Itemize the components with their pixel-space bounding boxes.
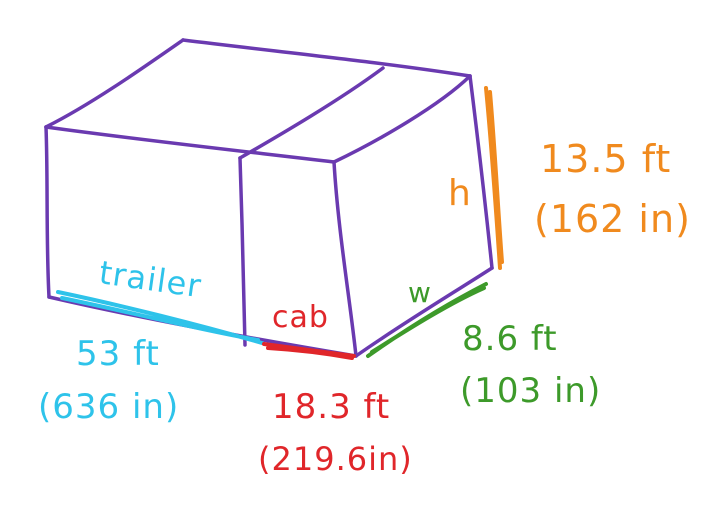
trailer-length-in: (636 in) xyxy=(38,387,179,427)
trailer-label: trailer xyxy=(97,253,204,305)
width-in: (103 in) xyxy=(460,371,601,411)
box-front-right-edge xyxy=(332,160,358,358)
box-bottom-right-edge xyxy=(354,266,494,358)
cab-length-in: (219.6in) xyxy=(258,440,413,478)
cab-length-line xyxy=(262,342,356,360)
height-line xyxy=(484,86,504,270)
width-label: w xyxy=(408,276,432,309)
cab-length-ft: 18.3 ft xyxy=(272,387,390,427)
width-line xyxy=(366,282,488,358)
box-top-left-edge xyxy=(44,38,185,129)
cab-group: cab 18.3 ft (219.6in) xyxy=(258,300,413,478)
width-group: w 8.6 ft (103 in) xyxy=(366,276,601,411)
box-left-edge xyxy=(44,125,51,299)
cab-label: cab xyxy=(272,300,329,335)
box-front-top-edge xyxy=(44,125,336,164)
width-ft: 8.6 ft xyxy=(462,319,558,359)
trailer-length-ft: 53 ft xyxy=(76,334,160,374)
height-ft: 13.5 ft xyxy=(540,137,671,181)
box-outline xyxy=(44,38,494,358)
height-group: h 13.5 ft (162 in) xyxy=(448,86,691,270)
height-label: h xyxy=(448,173,472,214)
box-top-back-edge xyxy=(181,38,472,78)
trailer-length-line xyxy=(56,290,264,345)
height-in: (162 in) xyxy=(534,197,691,241)
box-back-right-edge xyxy=(468,74,494,270)
box-top-divider xyxy=(238,66,385,160)
box-middle-edge xyxy=(238,156,247,347)
trailer-group: trailer 53 ft (636 in) xyxy=(38,253,264,427)
box-top-right-edge xyxy=(332,74,472,164)
